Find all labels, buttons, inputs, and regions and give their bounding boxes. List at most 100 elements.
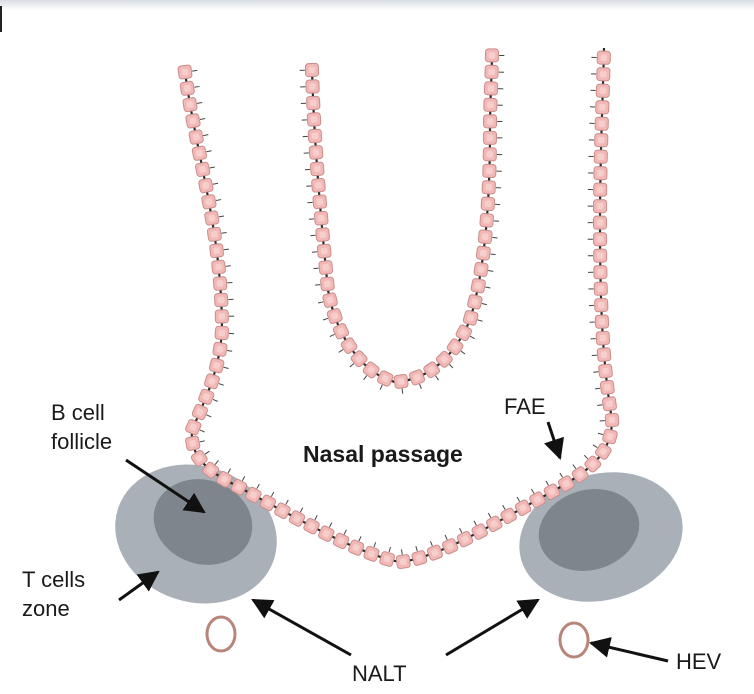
epithelial-cell (471, 523, 488, 540)
epithelial-cell (393, 373, 409, 389)
arrow-t-cells (118, 570, 160, 602)
epithelial-cell (477, 229, 493, 245)
epithelial-cell (557, 475, 575, 492)
epithelial-cell (595, 100, 610, 115)
epithelial-cell (484, 64, 499, 79)
cilium (192, 69, 198, 72)
cilium (199, 118, 206, 120)
epithelial-cell (190, 449, 208, 467)
epithelial-cell (484, 48, 500, 63)
epithelial-cell (306, 112, 322, 127)
epithelial-cell (209, 243, 225, 259)
cilium (401, 549, 403, 555)
hev-right (558, 621, 590, 659)
cilium (322, 317, 329, 321)
epithelial-cell (456, 531, 474, 548)
epithelial-cell (307, 128, 323, 144)
cilium (218, 383, 224, 386)
epithelial-cell (202, 461, 220, 479)
epithelial-cell (483, 114, 498, 129)
epithelial-cell (309, 161, 325, 177)
epithelial-cell (214, 292, 229, 308)
epithelial-cell (379, 551, 395, 567)
cilium (373, 542, 377, 548)
cilium (473, 520, 477, 526)
cilium (419, 383, 422, 390)
epithelial-cell (594, 133, 609, 148)
epithelial-cell (191, 145, 208, 161)
epithelial-cell (593, 182, 608, 197)
cilium (492, 236, 498, 239)
cilium (329, 333, 335, 338)
epithelial-cell (195, 161, 211, 178)
epithelial-cell (593, 265, 608, 280)
label-zone: zone (22, 596, 70, 621)
epithelial-cell (480, 196, 496, 212)
epithelial-cell (274, 502, 291, 519)
epithelial-cell (462, 309, 479, 326)
epithelial-cell (308, 145, 324, 160)
cilium (595, 387, 601, 390)
cilium (379, 384, 383, 390)
epithelial-cell (514, 499, 532, 517)
cilium (401, 388, 404, 394)
epithelial-cell (311, 178, 326, 193)
epithelial-cell (332, 323, 350, 340)
epithelial-cell (185, 113, 201, 129)
epithelial-cell (212, 341, 228, 357)
cilium (206, 150, 212, 153)
cilium (313, 267, 319, 270)
cilium (209, 166, 215, 169)
epithelial-cell (214, 325, 230, 341)
epithelial-cell (470, 278, 486, 294)
cilium (559, 472, 563, 478)
cilium (221, 232, 227, 234)
arrow-nalt-left (251, 598, 352, 657)
cilium (318, 301, 324, 304)
cilium (223, 366, 229, 369)
window-top-edge (0, 0, 754, 10)
epithelial-cell (185, 435, 201, 451)
cilium (449, 364, 454, 369)
epithelial-cell (595, 443, 612, 460)
epithelial-cell (395, 554, 411, 570)
label-nasal-passage: Nasal passage (303, 441, 463, 467)
epithelial-cell (179, 80, 195, 96)
cilium (204, 450, 210, 455)
epithelial-cell (245, 486, 262, 504)
arrow-hev (588, 637, 669, 663)
label-b-cell: B cell (51, 400, 105, 425)
cilium (477, 319, 483, 322)
cilium (212, 398, 218, 402)
epithelial-cell (594, 314, 610, 329)
label-fae: FAE (504, 394, 546, 419)
epithelial-cell (602, 396, 617, 412)
epithelial-cell (318, 525, 335, 542)
epithelial-cell (377, 370, 394, 387)
cilium (485, 286, 491, 289)
label-nalt: NALT (352, 661, 407, 686)
cilium (490, 253, 496, 256)
epithelial-cell (348, 539, 365, 556)
epithelial-cell (442, 538, 459, 555)
cilium (223, 248, 229, 251)
cilium (315, 284, 321, 286)
epithelial-cell (208, 357, 225, 374)
b-cell-follicle-right (538, 489, 640, 571)
epithelial-cell (475, 245, 491, 261)
epithelial-cell (185, 419, 202, 436)
epithelium-outer-layer (177, 47, 620, 570)
cilium (430, 540, 433, 547)
epithelial-cell (198, 177, 214, 194)
epithelial-cell (594, 298, 609, 313)
epithelial-cell (315, 227, 330, 242)
cilium (459, 527, 463, 534)
epithelial-cell (411, 550, 428, 566)
epithelial-cell (483, 97, 498, 112)
epithelial-cell (482, 163, 497, 178)
cilium (203, 134, 209, 137)
cilium (214, 460, 219, 465)
epithelial-cell (363, 545, 380, 562)
arrow-fae (544, 421, 564, 460)
